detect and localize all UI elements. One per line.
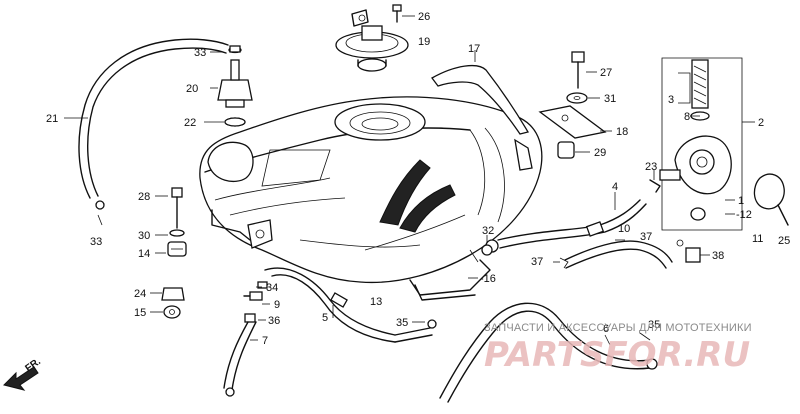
label-15: 15 <box>134 307 146 319</box>
vent-tube-21 <box>78 38 229 210</box>
label-32: 32 <box>482 225 494 237</box>
watermark-logo: PARTSFOR.RU <box>484 335 750 375</box>
label-34: 33 <box>194 47 206 59</box>
label-24: 24 <box>134 288 146 300</box>
label-14: 14 <box>138 248 150 260</box>
label-12: -12 <box>736 209 752 221</box>
label-36: 36 <box>268 315 280 327</box>
label-13: 13 <box>370 296 382 308</box>
label-5: 5 <box>322 312 328 324</box>
label-9: 9 <box>274 299 280 311</box>
label-21: 21 <box>46 113 58 125</box>
label-33b: 34 <box>266 282 278 294</box>
fuel-tube-10 <box>564 240 673 269</box>
label-27: 27 <box>600 67 612 79</box>
label-10: 10 <box>618 223 630 235</box>
cushion-24 <box>161 287 185 301</box>
label-22: 22 <box>184 117 196 129</box>
bolt-27 <box>571 51 585 89</box>
label-11: 11 <box>752 233 763 245</box>
valve-lever-11 <box>753 173 789 226</box>
fuel-tank <box>199 96 543 284</box>
clip-34 <box>229 45 241 53</box>
label-4: 4 <box>612 181 618 193</box>
label-23: 23 <box>645 161 657 173</box>
bolt-26 <box>392 4 402 23</box>
label-18: 18 <box>616 126 628 138</box>
breather-valve <box>217 46 253 127</box>
clip-22 <box>224 117 246 127</box>
bracket-18 <box>538 105 607 139</box>
label-16: -16 <box>480 273 496 285</box>
label-2: 2 <box>758 117 764 129</box>
mounting-bolt-28 <box>171 187 183 229</box>
label-35a: 35 <box>396 317 408 329</box>
cushion-14 <box>167 241 187 257</box>
label-37a: 37 <box>531 256 543 268</box>
fuel-tube-6 <box>439 302 658 403</box>
label-6: 6 <box>603 323 609 335</box>
rear-bracket <box>409 249 491 301</box>
front-direction-arrow: FR. <box>3 356 43 391</box>
watermark-subtitle: ЗАПЧАСТИ И АКСЕССУАРЫ ДЛЯ МОТОТЕХНИКИ <box>484 322 752 334</box>
label-28: 28 <box>138 191 150 203</box>
label-20: 20 <box>186 83 198 95</box>
label-37b: 37 <box>640 231 652 243</box>
clip-23 <box>649 179 661 193</box>
label-19: 19 <box>418 36 430 48</box>
hose-clip-33 <box>257 281 268 289</box>
collar-29 <box>557 141 575 159</box>
label-1: 1 <box>738 195 744 207</box>
drain-tube-assembly <box>223 267 437 397</box>
label-31: 31 <box>604 93 616 105</box>
watermark: ЗАПЧАСТИ И АКСЕССУАРЫ ДЛЯ МОТОТЕХНИКИ PA… <box>484 322 752 375</box>
label-7: 7 <box>262 335 268 347</box>
washer-30 <box>169 229 185 237</box>
label-26: 26 <box>418 11 430 23</box>
label-33a: 33 <box>90 236 102 248</box>
label-29: 29 <box>594 147 606 159</box>
collar-32 <box>481 244 493 256</box>
label-38: 38 <box>712 250 724 262</box>
fuel-cap-assembly <box>335 9 409 72</box>
part-labels: 26 19 17 27 31 18 29 23 4 3 2 8 1 -12 11… <box>46 11 790 347</box>
label-8: 8 <box>684 111 690 123</box>
fuel-valve-assembly <box>659 57 743 231</box>
washer-31 <box>566 92 588 104</box>
label-17: 17 <box>468 43 480 55</box>
clip-37 <box>559 239 684 269</box>
label-3: 3 <box>668 94 674 106</box>
label-35b: 35 <box>648 319 660 331</box>
trim-strip <box>431 64 530 135</box>
leader-lines <box>64 15 755 346</box>
label-25: 25 <box>778 235 790 247</box>
collar-15 <box>163 305 181 319</box>
label-30: 30 <box>138 230 150 242</box>
bolt-38 <box>685 247 701 263</box>
